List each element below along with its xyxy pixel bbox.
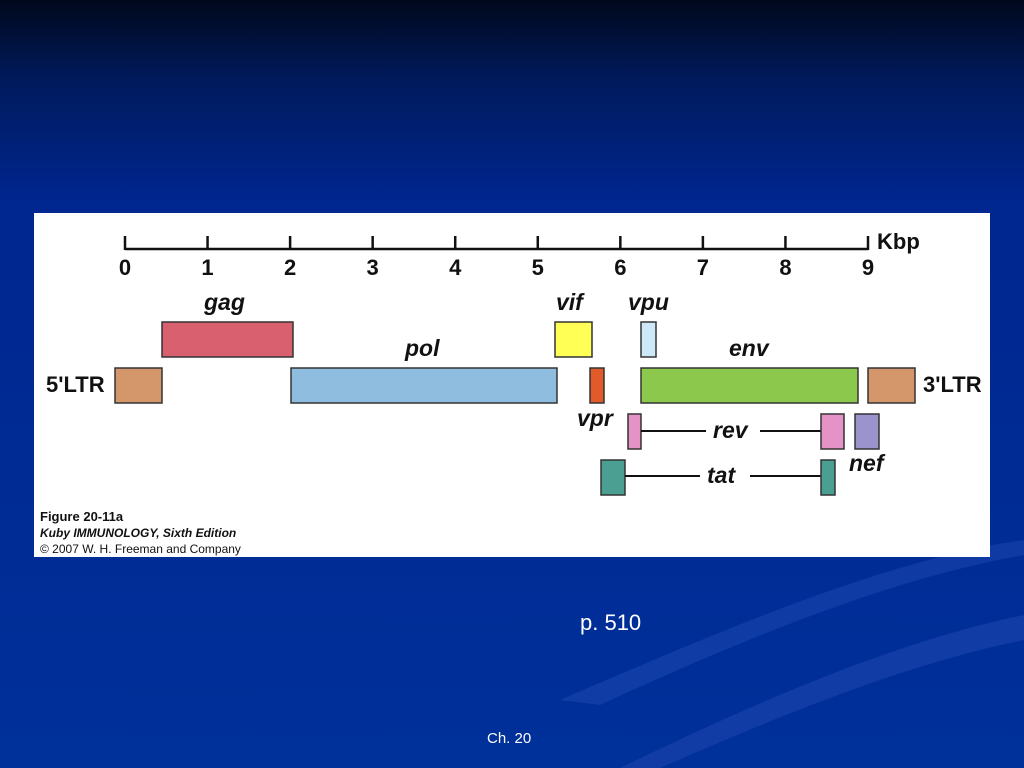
nef-label: nef — [849, 450, 886, 476]
ruler-tick-label: 6 — [614, 255, 626, 280]
ltr-left-box — [114, 367, 163, 404]
nef-box — [854, 413, 880, 450]
ruler-tick-label: 7 — [697, 255, 709, 280]
page-reference: p. 510 — [580, 610, 642, 635]
ltr-right-label: 3'LTR — [923, 372, 982, 397]
vif-label: vif — [556, 289, 585, 315]
caption-title: Figure 20-11a — [40, 509, 124, 524]
genome-figure: 0 1 2 3 4 5 6 7 8 9 Kbp 5'LTR 3'LTR gag pol vif v… — [34, 213, 990, 557]
tat-box-left — [600, 459, 626, 496]
ruler-tick-label: 2 — [284, 255, 296, 280]
ruler-tick-label: 9 — [862, 255, 874, 280]
tat-label: tat — [707, 462, 736, 488]
vpu-label: vpu — [628, 289, 669, 315]
ruler-tick-label: 3 — [367, 255, 379, 280]
env-box — [640, 367, 859, 404]
rev-box-right — [820, 413, 845, 450]
vif-box — [554, 321, 593, 358]
caption-copyright: © 2007 W. H. Freeman and Company — [40, 542, 241, 556]
vpr-box — [589, 367, 605, 404]
axis-unit: Kbp — [877, 229, 920, 254]
ruler-tick-label: 0 — [119, 255, 131, 280]
tat-box-right — [820, 459, 836, 496]
gag-label: gag — [203, 289, 245, 315]
slide-footer: Ch. 20 — [487, 730, 532, 747]
caption-book: Kuby IMMUNOLOGY, Sixth Edition — [40, 526, 237, 540]
vpu-box — [640, 321, 657, 358]
ruler-tick-label: 1 — [201, 255, 213, 280]
env-label: env — [729, 335, 770, 361]
rev-label: rev — [713, 417, 749, 443]
figure-caption: Figure 20-11a Kuby IMMUNOLOGY, Sixth Edi… — [40, 509, 241, 557]
ltr-right-box — [867, 367, 916, 404]
ruler-tick-label: 5 — [532, 255, 544, 280]
rev-box-left — [627, 413, 642, 450]
pol-label: pol — [404, 335, 440, 361]
pol-box — [290, 367, 558, 404]
gag-box — [161, 321, 294, 358]
kbp-ruler: 0 1 2 3 4 5 6 7 8 9 Kbp — [119, 229, 920, 280]
vpr-label: vpr — [577, 405, 614, 431]
ruler-tick-label: 4 — [449, 255, 462, 280]
ruler-tick-label: 8 — [779, 255, 791, 280]
hiv-genome-diagram: 0 1 2 3 4 5 6 7 8 9 Kbp 5'LTR 3'LTR gag pol vif v… — [46, 229, 982, 496]
ltr-left-label: 5'LTR — [46, 372, 105, 397]
